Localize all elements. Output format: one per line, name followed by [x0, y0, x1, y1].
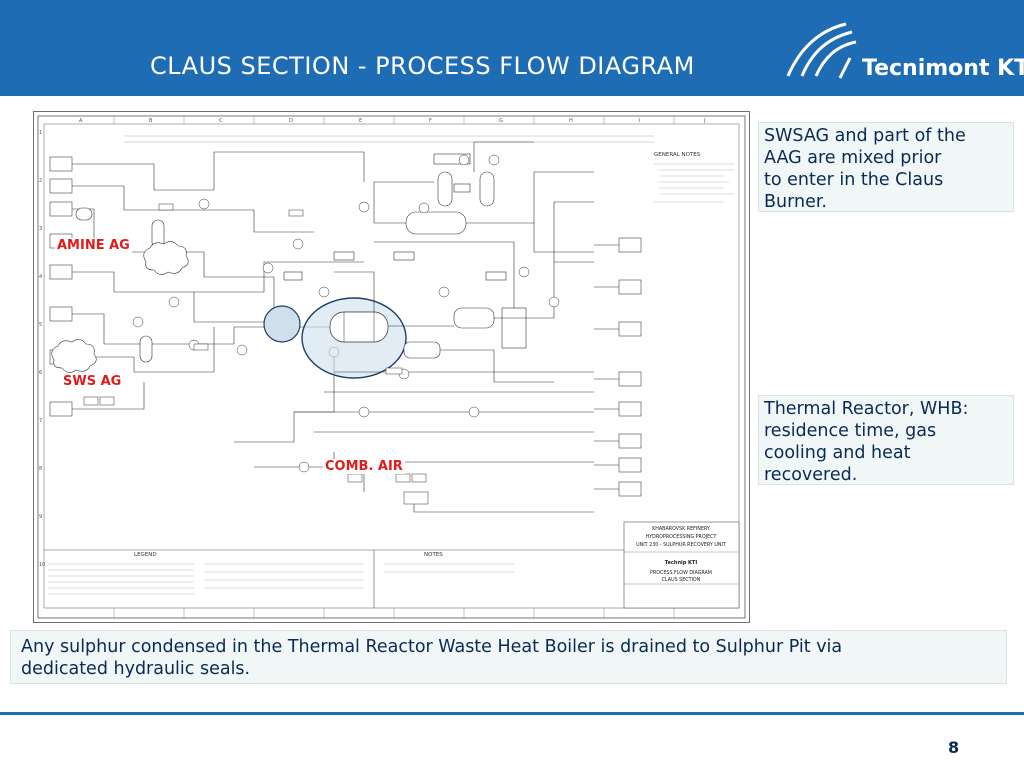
- grid-number: 7: [39, 418, 42, 424]
- process-flow-diagram: A B C D E F G H I J 1 2 3 4 5 6 7 8 9 10: [33, 111, 750, 623]
- title-block-drawing: PROCESS FLOW DIAGRAM: [650, 570, 712, 576]
- logo-text: Tecnimont KT: [862, 56, 1024, 81]
- callout-sulphur-drain: Any sulphur condensed in the Thermal Rea…: [10, 630, 1007, 684]
- callout-line: SWSAG and part of the: [764, 126, 966, 146]
- grid-letter: H: [569, 118, 573, 124]
- title-block-unit: UNIT 230 - SULPHUR RECOVERY UNIT: [636, 542, 726, 548]
- title-block-refinery: KHABAROVSK REFINERY: [652, 526, 710, 532]
- callout-line: cooling and heat: [764, 443, 911, 463]
- callout-thermal-reactor: Thermal Reactor, WHB: residence time, ga…: [758, 395, 1014, 485]
- sws-ag-label: SWS AG: [61, 374, 124, 389]
- grid-number: 6: [39, 370, 42, 376]
- grid-number: 4: [39, 274, 42, 280]
- callout-line: residence time, gas: [764, 421, 937, 441]
- grid-number: 1: [39, 130, 42, 136]
- footer-divider: [0, 712, 1024, 715]
- grid-number: 2: [39, 178, 42, 184]
- grid-letter: D: [289, 118, 293, 124]
- pfd-drawing: A B C D E F G H I J 1 2 3 4 5 6 7 8 9 10: [37, 115, 746, 619]
- callout-line: AAG are mixed prior: [764, 148, 942, 168]
- callout-line: recovered.: [764, 465, 858, 485]
- callout-line: dedicated hydraulic seals.: [21, 659, 251, 679]
- grid-letter: J: [703, 118, 705, 124]
- notes-title: NOTES: [424, 552, 443, 558]
- grid-letter: A: [79, 118, 83, 124]
- grid-letter: B: [149, 118, 153, 124]
- grid-number: 8: [39, 466, 42, 472]
- title-block-company: Technip KTI: [665, 560, 698, 566]
- header-bar: CLAUS SECTION - PROCESS FLOW DIAGRAM Tec…: [0, 0, 1024, 96]
- grid-number: 9: [39, 514, 42, 520]
- grid-number: 10: [39, 562, 45, 568]
- grid-letter: G: [499, 118, 503, 124]
- amine-ag-label: AMINE AG: [55, 238, 132, 253]
- callout-line: Burner.: [764, 192, 827, 212]
- grid-letter: I: [639, 118, 640, 124]
- grid-number: 5: [39, 322, 42, 328]
- comb-air-label: COMB. AIR: [323, 459, 405, 474]
- grid-letter: E: [359, 118, 362, 124]
- page-title: CLAUS SECTION - PROCESS FLOW DIAGRAM: [150, 52, 695, 80]
- grid-number: 3: [39, 226, 42, 232]
- legend-title: LEGEND: [134, 552, 157, 558]
- grid-letter: C: [219, 118, 223, 124]
- callout-line: Thermal Reactor, WHB:: [764, 399, 969, 419]
- callout-line: to enter in the Claus: [764, 170, 944, 190]
- general-notes-title: GENERAL NOTES: [654, 152, 701, 158]
- callout-mixing: SWSAG and part of the AAG are mixed prio…: [758, 122, 1014, 212]
- callout-line: Any sulphur condensed in the Thermal Rea…: [21, 637, 843, 657]
- tecnimont-logo-icon: [786, 22, 857, 79]
- grid-letter: F: [429, 118, 432, 124]
- title-block-project: HYDROPROCESSING PROJECT: [646, 534, 717, 540]
- page-number: 8: [948, 738, 960, 757]
- title-block-section: CLAUS SECTION: [662, 577, 701, 583]
